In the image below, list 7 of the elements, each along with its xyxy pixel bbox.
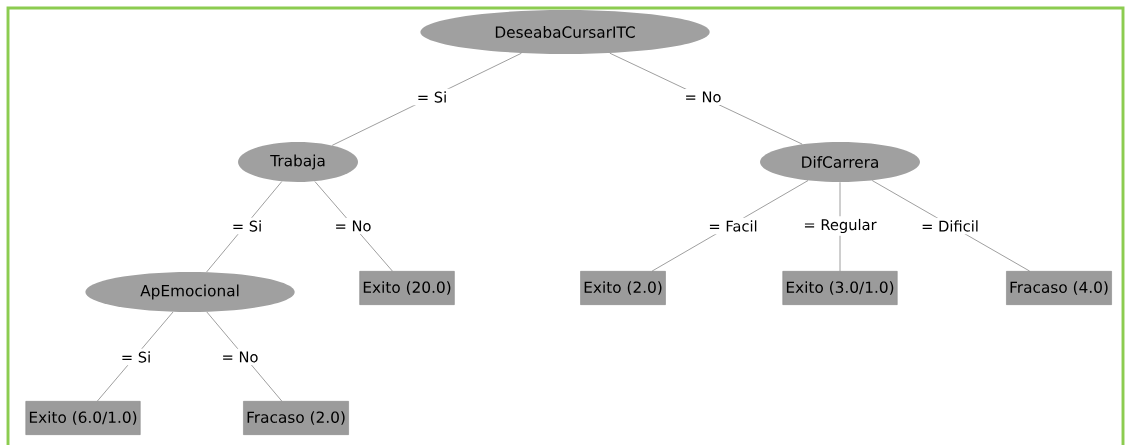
leaf-box: Exito (20.0) xyxy=(359,271,455,305)
leaf-box: Fracaso (4.0) xyxy=(1006,271,1112,305)
leaf-box: Exito (6.0/1.0) xyxy=(25,401,141,435)
edge-label: = Regular xyxy=(799,216,881,236)
leaf-box: Exito (3.0/1.0) xyxy=(782,271,898,305)
leaf-box: Fracaso (2.0) xyxy=(243,401,349,435)
leaf-box: Exito (2.0) xyxy=(580,271,666,305)
